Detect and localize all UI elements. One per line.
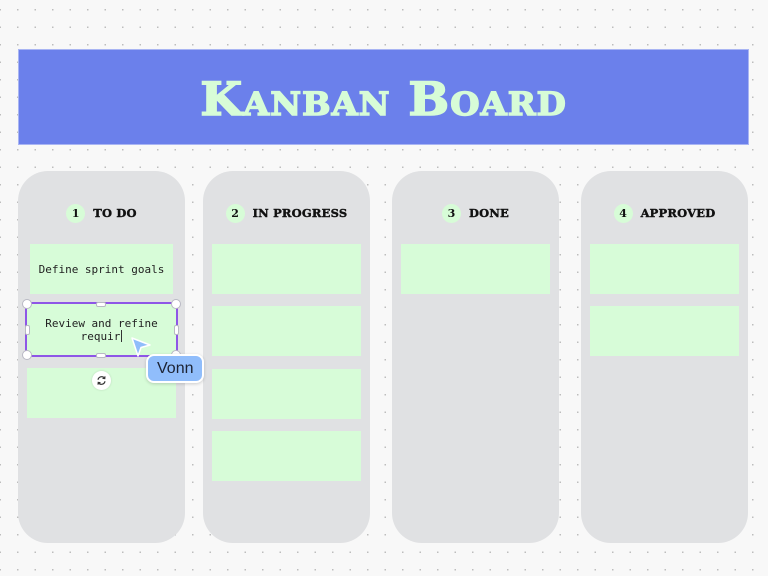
sticky-note-card[interactable] <box>212 369 361 419</box>
column-title: APPROVED <box>640 206 716 220</box>
column-number-badge: 3 <box>441 203 461 223</box>
sticky-note-card[interactable]: Define sprint goals <box>30 244 173 294</box>
resize-handle-top-right[interactable] <box>171 299 181 309</box>
resize-handle-top-left[interactable] <box>22 299 32 309</box>
column-in-progress[interactable]: 2 IN PROGRESS <box>203 171 370 543</box>
column-header: 4 APPROVED <box>581 203 748 223</box>
resize-handle-bottom-left[interactable] <box>22 350 32 360</box>
resize-handle-left[interactable] <box>25 325 30 335</box>
column-title: TO DO <box>93 206 137 220</box>
board-title-banner[interactable]: Kanban Board <box>18 49 749 145</box>
resize-handle-right[interactable] <box>174 325 179 335</box>
resize-handle-bottom[interactable] <box>96 353 106 358</box>
sticky-note-card[interactable] <box>212 306 361 356</box>
text-caret <box>121 329 123 342</box>
column-header: 3 DONE <box>392 203 559 223</box>
collaborator-name-tag: Vonn <box>146 354 205 383</box>
sticky-note-card[interactable] <box>212 244 361 294</box>
column-done[interactable]: 3 DONE <box>392 171 559 543</box>
column-title: DONE <box>468 206 510 220</box>
sticky-note-card[interactable] <box>590 244 739 294</box>
sticky-note-card[interactable] <box>590 306 739 356</box>
sticky-note-card-selected[interactable]: Review and refine requir <box>25 302 178 357</box>
sticky-note-card[interactable] <box>401 244 550 294</box>
cursor-arrow-icon <box>131 337 151 357</box>
card-text-editing[interactable]: Review and refine requir <box>45 316 158 343</box>
column-approved[interactable]: 4 APPROVED <box>581 171 748 543</box>
column-header: 1 TO DO <box>18 203 185 223</box>
rotate-button[interactable] <box>92 371 111 390</box>
rotate-icon <box>97 376 106 385</box>
card-text: Define sprint goals <box>38 262 165 276</box>
column-title: IN PROGRESS <box>252 206 348 220</box>
resize-handle-top[interactable] <box>96 302 106 307</box>
column-header: 2 IN PROGRESS <box>203 203 370 223</box>
board-title: Kanban Board <box>199 71 567 127</box>
collaborator-name: Vonn <box>157 359 194 377</box>
column-number-badge: 1 <box>66 203 86 223</box>
sticky-note-card[interactable] <box>212 431 361 481</box>
column-number-badge: 2 <box>225 203 245 223</box>
column-number-badge: 4 <box>613 203 633 223</box>
